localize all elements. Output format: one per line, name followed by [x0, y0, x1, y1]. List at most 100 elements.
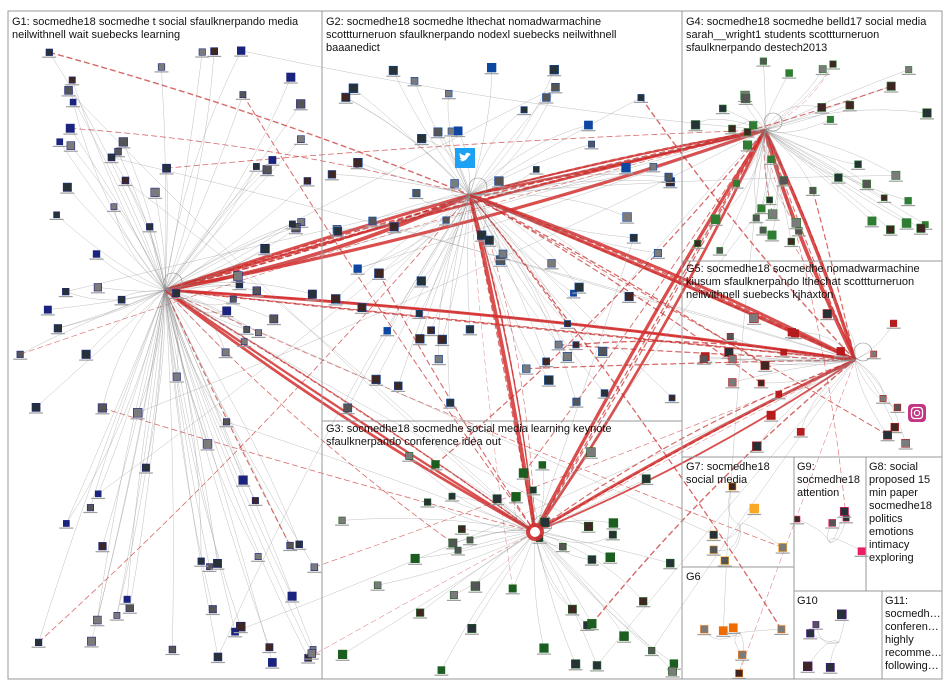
user-node[interactable] [572, 282, 587, 294]
user-node[interactable] [91, 490, 106, 499]
user-node[interactable] [451, 546, 465, 556]
user-node[interactable] [793, 427, 808, 438]
user-node[interactable] [251, 553, 266, 562]
user-node[interactable] [195, 48, 210, 58]
user-node[interactable] [289, 223, 303, 235]
user-node[interactable] [219, 418, 234, 428]
user-node[interactable] [706, 530, 721, 542]
user-node[interactable] [764, 155, 778, 165]
user-node[interactable] [622, 291, 637, 303]
user-node[interactable] [65, 76, 80, 86]
twitter-hub[interactable] [455, 148, 475, 168]
user-node[interactable] [776, 348, 791, 358]
user-node[interactable] [446, 591, 461, 601]
user-node[interactable] [169, 372, 184, 383]
user-node[interactable] [606, 518, 621, 530]
user-node[interactable] [814, 103, 829, 114]
user-node[interactable] [803, 629, 818, 640]
user-node[interactable] [159, 163, 174, 175]
user-node[interactable] [639, 474, 654, 486]
user-node[interactable] [595, 346, 610, 358]
user-node[interactable] [294, 218, 309, 228]
user-node[interactable] [435, 334, 450, 347]
user-node[interactable] [644, 646, 659, 657]
user-node[interactable] [544, 259, 559, 270]
user-node[interactable] [636, 597, 651, 608]
user-node[interactable] [537, 643, 551, 655]
user-node[interactable] [901, 197, 916, 207]
user-node[interactable] [620, 212, 635, 224]
user-node[interactable] [859, 179, 874, 191]
user-node[interactable] [583, 447, 598, 459]
user-node[interactable] [407, 77, 422, 87]
user-node[interactable] [482, 235, 497, 247]
user-node[interactable] [447, 179, 462, 190]
user-node[interactable] [61, 86, 76, 97]
user-node[interactable] [428, 460, 443, 471]
user-node[interactable] [232, 280, 247, 291]
user-node[interactable] [754, 379, 769, 389]
user-node[interactable] [307, 563, 322, 573]
user-node[interactable] [285, 220, 300, 230]
user-node[interactable] [391, 381, 406, 392]
user-node[interactable] [444, 127, 459, 137]
user-node[interactable] [584, 619, 599, 631]
user-node[interactable] [300, 177, 315, 187]
user-node[interactable] [526, 486, 541, 496]
user-node[interactable] [717, 556, 732, 567]
user-node[interactable] [784, 237, 799, 248]
user-node[interactable] [842, 100, 857, 112]
user-node[interactable] [211, 652, 225, 664]
user-node[interactable] [605, 530, 620, 541]
user-node[interactable] [346, 83, 361, 95]
user-node[interactable] [63, 141, 78, 152]
user-node[interactable] [756, 226, 771, 236]
user-node[interactable] [226, 295, 241, 305]
user-node[interactable] [740, 140, 755, 152]
user-node[interactable] [234, 46, 249, 57]
user-node[interactable] [116, 137, 131, 149]
user-node[interactable] [200, 439, 215, 451]
user-node[interactable] [83, 504, 98, 514]
user-node[interactable] [445, 538, 460, 550]
user-node[interactable] [726, 623, 741, 634]
user-node[interactable] [29, 402, 43, 414]
user-node[interactable] [535, 461, 550, 471]
user-node[interactable] [63, 123, 78, 135]
user-node[interactable] [305, 289, 320, 301]
user-node[interactable] [285, 591, 300, 603]
user-node[interactable] [463, 325, 477, 336]
user-node[interactable] [130, 408, 145, 420]
user-node[interactable] [430, 127, 445, 139]
user-node[interactable] [826, 60, 840, 70]
user-node[interactable] [340, 403, 355, 415]
user-node[interactable] [864, 216, 879, 228]
user-node[interactable] [590, 661, 604, 672]
user-node[interactable] [738, 93, 753, 105]
user-node[interactable] [775, 543, 790, 554]
user-node[interactable] [706, 545, 721, 556]
user-node[interactable] [265, 156, 280, 166]
user-node[interactable] [765, 209, 780, 221]
user-node[interactable] [876, 394, 890, 404]
user-node[interactable] [370, 581, 385, 591]
user-node[interactable] [603, 552, 618, 564]
user-node[interactable] [529, 166, 544, 175]
user-node[interactable] [266, 314, 281, 326]
user-node[interactable] [120, 595, 135, 605]
user-node[interactable] [210, 558, 225, 570]
user-node[interactable] [597, 389, 612, 399]
user-node[interactable] [833, 347, 848, 358]
user-node[interactable] [886, 319, 901, 329]
user-node[interactable] [218, 348, 233, 359]
user-node[interactable] [740, 128, 755, 138]
user-node[interactable] [877, 194, 892, 203]
user-node[interactable] [474, 230, 489, 242]
user-node[interactable] [901, 66, 916, 75]
user-node[interactable] [365, 216, 380, 227]
socmedhe18-hub[interactable] [526, 523, 544, 541]
user-node[interactable] [31, 638, 46, 648]
user-node[interactable] [304, 649, 319, 660]
user-node[interactable] [665, 666, 680, 678]
user-node[interactable] [58, 287, 73, 298]
